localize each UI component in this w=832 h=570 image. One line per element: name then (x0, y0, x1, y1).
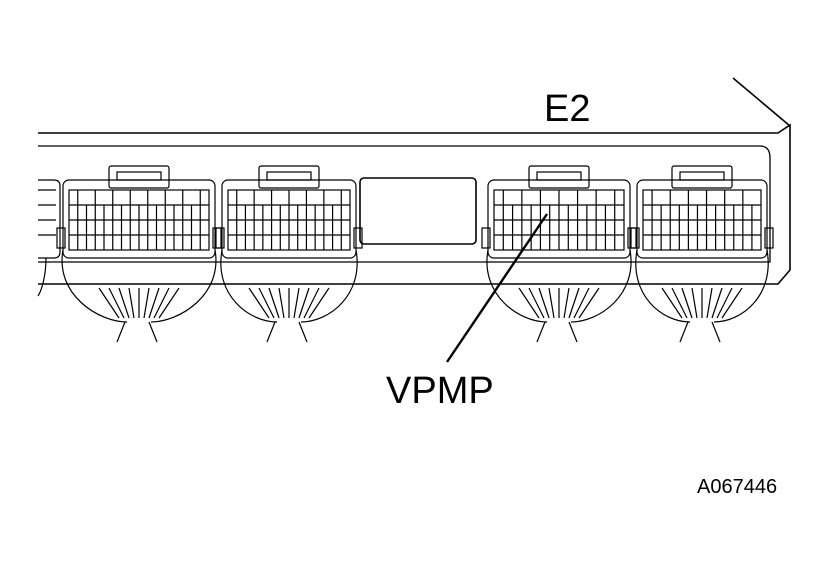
ecu-housing (38, 77, 791, 285)
connector-block-3 (481, 165, 637, 343)
connector-block-2 (215, 165, 363, 343)
figure-code: A067446 (697, 476, 778, 498)
connector-block-partial (37, 179, 61, 297)
connector-label-e2: E2 (544, 88, 591, 130)
center-blank-window (359, 177, 477, 245)
connector-block-4 (630, 165, 774, 343)
connector-block-1 (56, 165, 222, 343)
vpmp-leader-line (446, 213, 548, 363)
terminal-label-vpmp: VPMP (386, 370, 494, 412)
connector-group (37, 165, 774, 343)
